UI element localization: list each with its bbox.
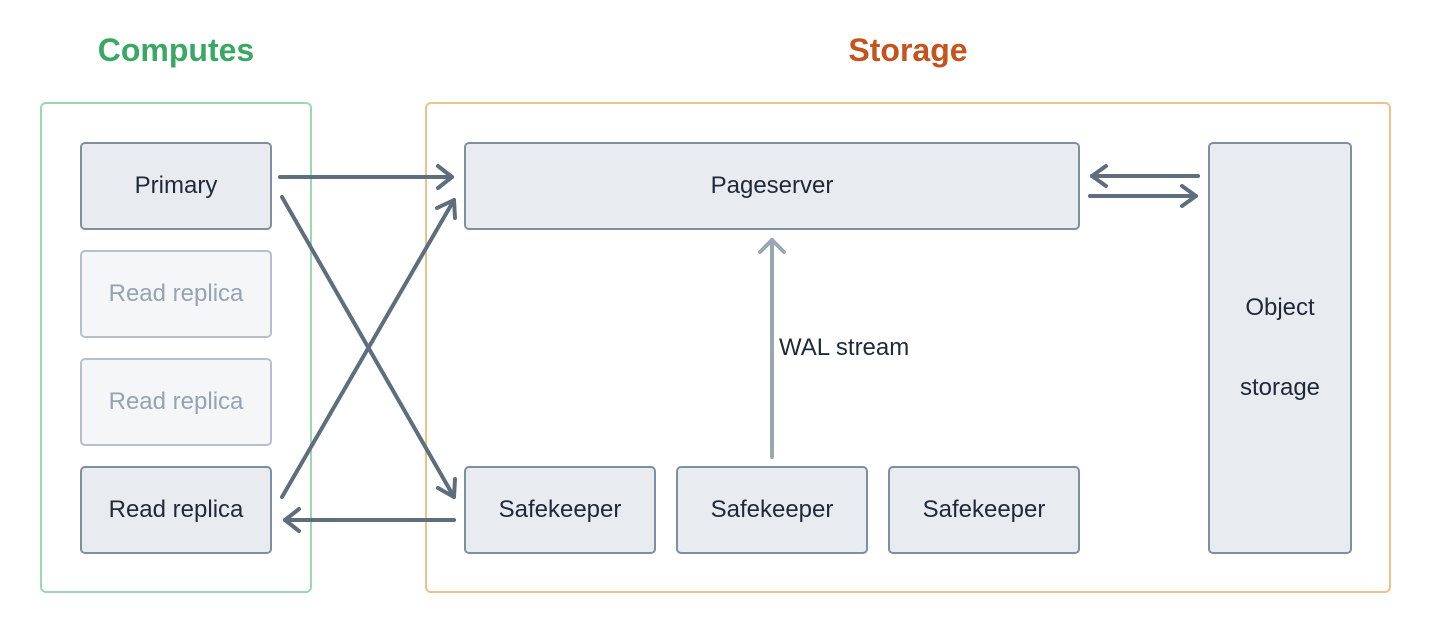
- safekeeper-label: Safekeeper: [710, 496, 834, 523]
- object-storage-node[interactable]: Object storage: [1208, 142, 1352, 554]
- safekeeper-label: Safekeeper: [498, 496, 622, 523]
- primary-node[interactable]: Primary: [80, 142, 272, 230]
- object-storage-label-line1: Object: [1245, 294, 1315, 321]
- read-replica-label: Read replica: [108, 496, 244, 523]
- computes-title: Computes: [97, 32, 255, 68]
- read-replica-node[interactable]: Read replica: [80, 466, 272, 554]
- wal-stream-label: WAL stream: [779, 334, 910, 361]
- read-replica-label: Read replica: [108, 388, 244, 415]
- read-replica-node[interactable]: Read replica: [80, 358, 272, 446]
- safekeeper-node[interactable]: Safekeeper: [676, 466, 868, 554]
- safekeeper-node[interactable]: Safekeeper: [888, 466, 1080, 554]
- safekeeper-node[interactable]: Safekeeper: [464, 466, 656, 554]
- read-replica-node[interactable]: Read replica: [80, 250, 272, 338]
- storage-title: Storage: [848, 32, 968, 68]
- primary-label: Primary: [134, 172, 218, 199]
- pageserver-label: Pageserver: [710, 172, 834, 199]
- object-storage-label-line2: storage: [1239, 374, 1321, 401]
- pageserver-node[interactable]: Pageserver: [464, 142, 1080, 230]
- safekeeper-label: Safekeeper: [922, 496, 1046, 523]
- read-replica-label: Read replica: [108, 280, 244, 307]
